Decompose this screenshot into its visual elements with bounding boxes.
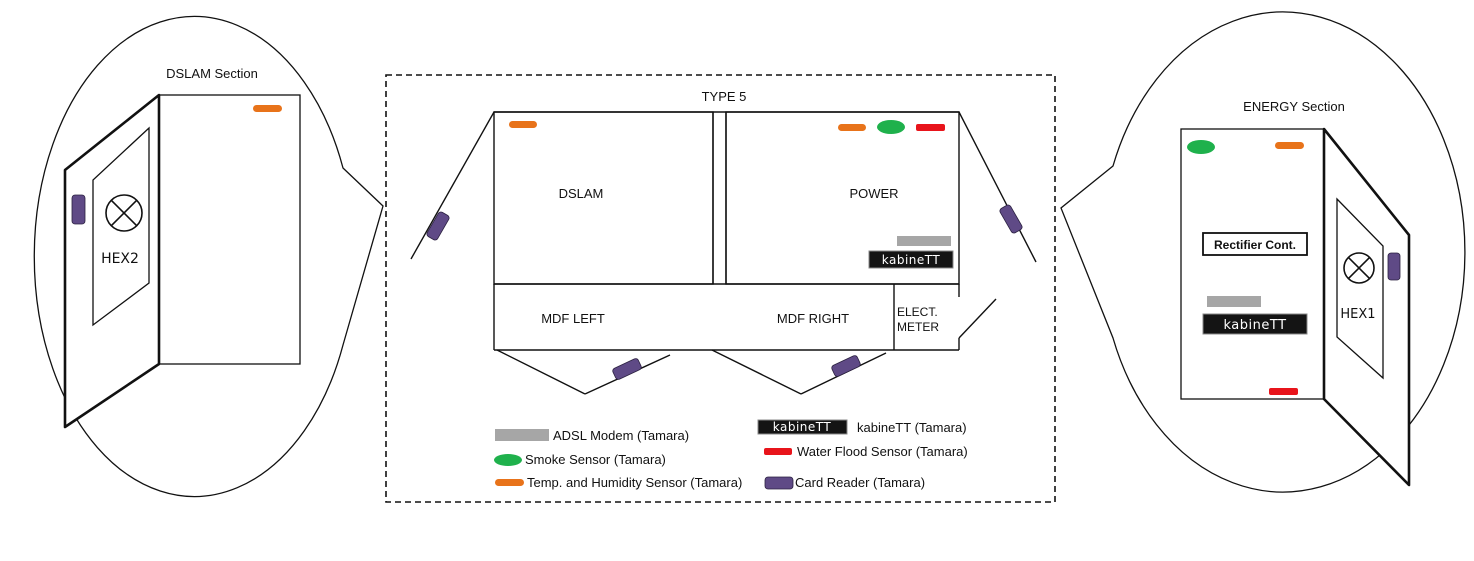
legend-item-water-flood-sensor: Water Flood Sensor (Tamara) [764,444,968,459]
bottom-left-card-reader [612,358,642,380]
left-door [410,111,495,260]
legend-item-temp-humidity-sensor: Temp. and Humidity Sensor (Tamara) [495,475,742,490]
right-door [958,111,1037,263]
energy-section-flood-sensor [1269,388,1298,395]
bottom-door-3 [711,349,802,395]
energy-section-smoke-sensor [1187,140,1215,154]
svg-text:Smoke Sensor (Tamara): Smoke Sensor (Tamara) [525,452,666,467]
energy-cabinet [1180,128,1325,400]
left-door-card-reader [426,211,450,241]
legend-item-smoke-sensor: Smoke Sensor (Tamara) [494,452,666,467]
type5-title: TYPE 5 [702,89,747,104]
elect-meter-door [958,298,997,339]
power-room-flood-sensor [916,124,945,131]
svg-text:Temp. and Humidity Sensor (Tam: Temp. and Humidity Sensor (Tamara) [527,475,742,490]
legend: ADSL Modem (Tamara) kabineTT kabineTT (T… [494,419,968,490]
svg-text:Card Reader (Tamara): Card Reader (Tamara) [795,475,925,490]
right-door-card-reader [999,204,1023,234]
svg-text:kabineTT (Tamara): kabineTT (Tamara) [857,420,967,435]
power-room-smoke-sensor [877,120,905,134]
legend-item-kabinett: kabineTT kabineTT (Tamara) [757,419,967,435]
elect-meter-label-1: ELECT. [897,305,938,319]
energy-section-kabinett: kabineTT [1202,313,1308,335]
dslam-section-title: DSLAM Section [166,66,258,81]
type5-dashed-border [385,74,1056,503]
legend-item-adsl-modem: ADSL Modem (Tamara) [495,428,689,443]
dslam-room-label: DSLAM [559,186,604,201]
energy-section-title: ENERGY Section [1243,99,1345,114]
dslam-section-temp-sensor [253,105,282,112]
dslam-room-temp-sensor [509,121,537,128]
hex1-panel [1336,197,1384,380]
elect-meter-label-2: METER [897,320,939,334]
dslam-section-card-reader [71,194,86,225]
power-room-kabinett: kabineTT [868,250,954,269]
power-room-label: POWER [849,186,898,201]
rectifier-control-label: Rectifier Cont. [1214,238,1296,252]
hex2-label: HEX2 [101,251,139,267]
dslam-section-callout: DSLAM Section HEX2 [33,15,384,498]
energy-section-callout: ENERGY Section HEX1 Rectifier Cont. kabi… [1060,11,1466,493]
mdf-left-label: MDF LEFT [541,311,605,326]
rectifier-control-box: Rectifier Cont. [1202,232,1308,256]
power-room-adsl-modem [897,236,951,246]
hex1-label: HEX1 [1340,307,1375,322]
hex2-fan-icon [105,194,143,232]
mdf-right-label: MDF RIGHT [777,311,849,326]
hex1-fan-icon [1343,252,1375,284]
svg-text:Water Flood Sensor (Tamara): Water Flood Sensor (Tamara) [797,444,968,459]
legend-item-card-reader: Card Reader (Tamara) [764,475,925,490]
energy-section-adsl-modem [1207,296,1261,307]
energy-section-card-reader [1387,252,1401,281]
power-room-temp-sensor [838,124,866,131]
svg-text:kabineTT: kabineTT [1223,318,1286,333]
dslam-room [493,111,714,285]
svg-text:kabineTT: kabineTT [773,420,832,434]
bottom-right-card-reader [831,355,861,377]
type5-main-area: TYPE 5 DSLAM POWER MDF LEFT MDF RIGHT EL… [385,74,1056,503]
bottom-door-1 [496,349,586,395]
svg-text:ADSL Modem (Tamara): ADSL Modem (Tamara) [553,428,689,443]
svg-text:kabineTT: kabineTT [882,253,941,267]
dslam-cabinet [158,94,301,365]
energy-section-temp-sensor [1275,142,1304,149]
